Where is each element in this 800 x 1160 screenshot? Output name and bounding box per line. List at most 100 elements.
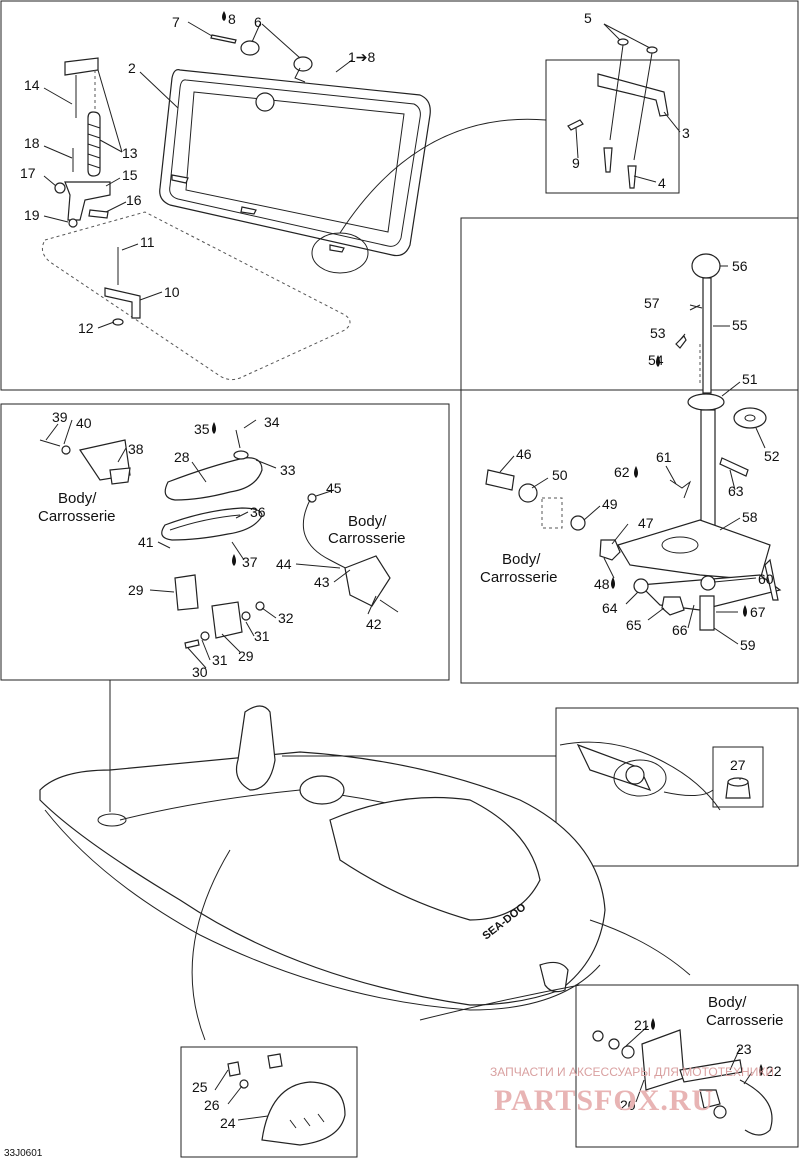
label-part-34: 34 bbox=[264, 414, 280, 430]
label-part-2: 2 bbox=[128, 60, 136, 76]
label-part-3: 3 bbox=[682, 125, 690, 141]
label-part-20: 20 bbox=[620, 1097, 636, 1113]
label-part-15: 15 bbox=[122, 167, 138, 183]
hinge-inset-parts bbox=[567, 38, 669, 189]
cable-44-assembly bbox=[302, 493, 399, 613]
body-label-line1: Body/ bbox=[708, 994, 747, 1011]
label-part-9: 9 bbox=[572, 155, 580, 171]
label-part-38: 38 bbox=[128, 441, 144, 457]
label-part-22: 22 bbox=[766, 1063, 782, 1079]
inset-hinge-detail bbox=[545, 59, 680, 194]
label-part-29a: 29 bbox=[128, 582, 144, 598]
label-part-62: 62 bbox=[614, 464, 630, 480]
label-part-47: 47 bbox=[638, 515, 654, 531]
label-part-30: 30 bbox=[192, 664, 208, 680]
inset-cover-24-detail bbox=[180, 1046, 358, 1158]
oil-drop-icons bbox=[212, 11, 763, 1076]
watermark-line2: PARTSFOX.RU bbox=[494, 1084, 714, 1117]
label-part-27: 27 bbox=[730, 757, 746, 773]
body-label-line1: Body/ bbox=[58, 490, 97, 507]
label-part-39: 39 bbox=[52, 409, 68, 425]
oil-drop-icon bbox=[232, 554, 236, 566]
label-part-16: 16 bbox=[126, 192, 142, 208]
label-part-54: 54 bbox=[648, 352, 664, 368]
body-label-line2: Carrosserie bbox=[706, 1012, 784, 1029]
boat-hull bbox=[39, 680, 691, 1041]
label-part-19: 19 bbox=[24, 207, 40, 223]
label-part-6: 6 bbox=[254, 14, 262, 30]
oil-drop-icon bbox=[743, 605, 747, 617]
storage-opening-outline bbox=[41, 211, 351, 381]
label-part-57: 57 bbox=[644, 295, 660, 311]
label-part-8: 8 bbox=[228, 11, 236, 27]
label-part-40: 40 bbox=[76, 415, 92, 431]
label-part-18: 18 bbox=[24, 135, 40, 151]
body-label-line2: Carrosserie bbox=[480, 569, 558, 586]
label-part-14: 14 bbox=[24, 77, 40, 93]
label-part-29b: 29 bbox=[238, 648, 254, 664]
label-part-59: 59 bbox=[740, 637, 756, 653]
leader-lines bbox=[43, 21, 766, 1121]
steering-fasteners bbox=[485, 469, 685, 616]
lock-knob-6 bbox=[240, 40, 313, 83]
label-part-45: 45 bbox=[326, 480, 342, 496]
body-label-line1: Body/ bbox=[502, 551, 541, 568]
grommet-inset-parts bbox=[559, 741, 751, 811]
label-part-10: 10 bbox=[164, 284, 180, 300]
label-part-12: 12 bbox=[78, 320, 94, 336]
label-part-26: 26 bbox=[204, 1097, 220, 1113]
label-part-33: 33 bbox=[280, 462, 296, 478]
label-part-1-8: 1➔8 bbox=[348, 49, 376, 65]
label-part-67: 67 bbox=[750, 604, 766, 620]
label-part-46: 46 bbox=[516, 446, 532, 462]
oil-drop-icon bbox=[212, 422, 216, 434]
label-part-48: 48 bbox=[594, 576, 610, 592]
hinge-assembly bbox=[54, 57, 141, 326]
inset-tow-eye-detail bbox=[575, 984, 799, 1148]
label-part-37: 37 bbox=[242, 554, 258, 570]
label-part-28: 28 bbox=[174, 449, 190, 465]
label-part-17: 17 bbox=[20, 165, 36, 181]
panel-top-storage bbox=[0, 0, 799, 391]
label-part-4: 4 bbox=[658, 175, 666, 191]
body-label-line2: Carrosserie bbox=[38, 508, 116, 525]
label-part-58: 58 bbox=[742, 509, 758, 525]
watermark: ЗАПЧАСТИ И АКСЕССУАРЫ ДЛЯ МОТОТЕХНИКИ PA… bbox=[490, 1065, 774, 1117]
oil-drop-icon bbox=[611, 577, 615, 589]
part-labels: 7 8 6 1➔8 2 14 13 18 17 15 16 19 11 10 1… bbox=[20, 10, 782, 1131]
watermark-line1: ЗАПЧАСТИ И АКСЕССУАРЫ ДЛЯ МОТОТЕХНИКИ bbox=[490, 1065, 774, 1079]
label-part-50: 50 bbox=[552, 467, 568, 483]
oil-drop-icon bbox=[759, 1064, 763, 1076]
label-part-51: 51 bbox=[742, 371, 758, 387]
label-part-43: 43 bbox=[314, 574, 330, 590]
cover-24-inset-parts bbox=[227, 1053, 346, 1146]
label-part-53: 53 bbox=[650, 325, 666, 341]
label-part-25: 25 bbox=[192, 1079, 208, 1095]
diagram-code: 33J0601 bbox=[4, 1148, 43, 1159]
label-part-7: 7 bbox=[172, 14, 180, 30]
cover-28-assembly bbox=[161, 450, 263, 541]
label-part-5: 5 bbox=[584, 10, 592, 26]
label-part-44: 44 bbox=[276, 556, 292, 572]
steering-column bbox=[669, 253, 767, 531]
latch-38-assembly bbox=[39, 439, 131, 485]
label-part-60: 60 bbox=[758, 571, 774, 587]
inset-grommet-detail bbox=[555, 707, 799, 867]
body-label-line1: Body/ bbox=[348, 513, 387, 530]
tow-eye-inset-parts bbox=[592, 1029, 773, 1136]
label-part-56: 56 bbox=[732, 258, 748, 274]
body-labels: Body/ Carrosserie Body/ Carrosserie Body… bbox=[38, 490, 784, 1029]
label-part-23: 23 bbox=[736, 1041, 752, 1057]
label-part-63: 63 bbox=[728, 483, 744, 499]
label-part-61: 61 bbox=[656, 449, 672, 465]
label-part-49: 49 bbox=[602, 496, 618, 512]
label-part-35: 35 bbox=[194, 421, 210, 437]
brackets-29 bbox=[174, 574, 265, 649]
label-part-42: 42 bbox=[366, 616, 382, 632]
panel-mirror-and-cover bbox=[0, 403, 450, 681]
label-part-31b: 31 bbox=[212, 652, 228, 668]
oil-drop-icon bbox=[651, 1018, 655, 1030]
label-part-32: 32 bbox=[278, 610, 294, 626]
inset-cap-27 bbox=[712, 746, 764, 808]
